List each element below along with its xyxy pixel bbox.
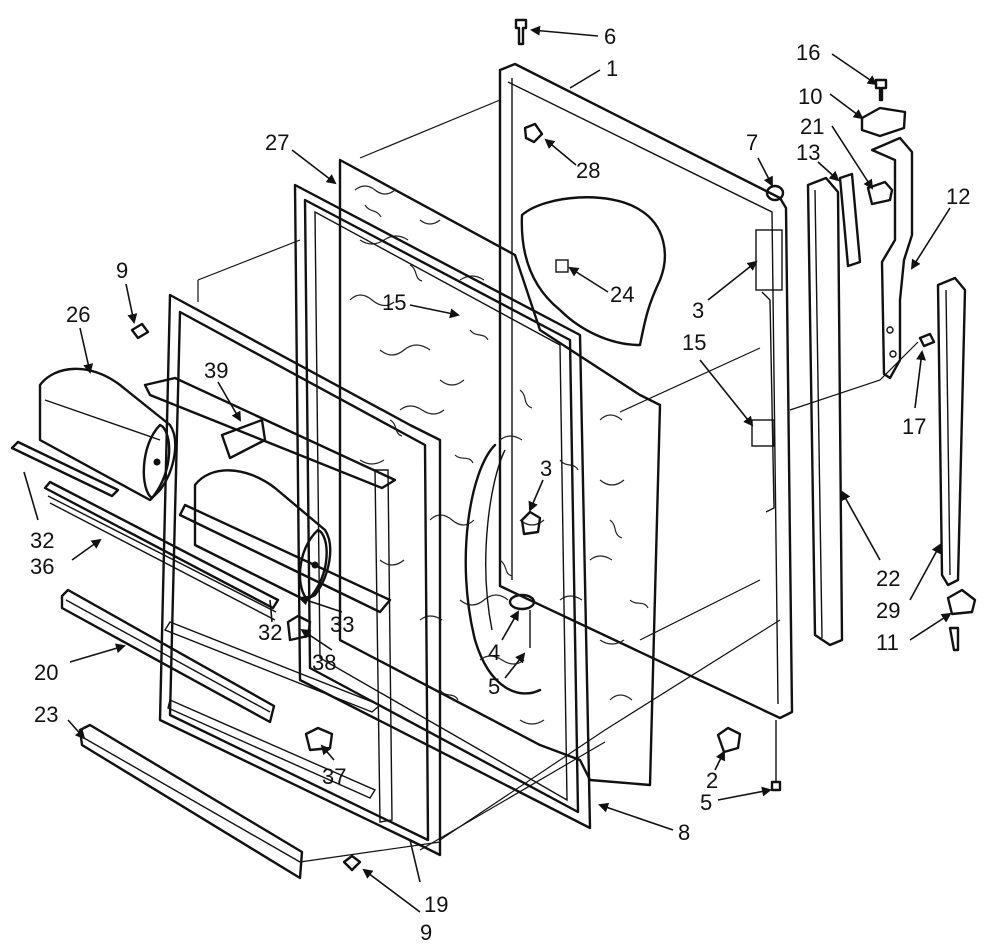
screw-17 [918, 332, 936, 348]
callout-33: 33 [330, 612, 354, 637]
callout-2: 2 [706, 768, 718, 793]
callout-27: 27 [265, 130, 289, 155]
strip-13 [838, 172, 862, 268]
callout-3a: 3 [692, 298, 704, 323]
callout-23: 23 [34, 702, 58, 727]
callout-37: 37 [322, 764, 346, 789]
callout-13: 13 [796, 140, 820, 165]
callout-11: 11 [876, 630, 899, 655]
callout-24: 24 [610, 282, 634, 307]
bracket-11 [946, 588, 977, 652]
callout-26: 26 [66, 302, 90, 327]
callout-17: 17 [902, 414, 926, 439]
screw-6 [514, 18, 528, 46]
callout-15a: 15 [382, 290, 406, 315]
screw-9a [130, 322, 150, 340]
clip-37 [304, 726, 334, 752]
cap-7 [765, 184, 785, 202]
callout-7: 7 [746, 130, 758, 155]
callout-21: 21 [800, 114, 824, 139]
washer-28 [523, 122, 544, 144]
callout-8: 8 [678, 820, 690, 845]
callout-5b: 5 [700, 790, 712, 815]
callout-29: 29 [876, 598, 900, 623]
shelf-retainer-32 [10, 440, 120, 498]
leader-lines [23, 25, 952, 913]
callout-6: 6 [604, 24, 616, 49]
callout-9b: 9 [420, 920, 432, 945]
shim-21 [866, 180, 894, 206]
callout-10: 10 [798, 84, 822, 109]
hinge-cap-10 [860, 106, 907, 138]
callout-16: 16 [796, 40, 820, 65]
callout-20: 20 [34, 660, 58, 685]
callout-39: 39 [204, 358, 228, 383]
hinge-pin-3b [520, 510, 542, 536]
washer-4 [508, 593, 536, 648]
callout-32a: 32 [30, 528, 54, 553]
callout-labels: 6 1 28 27 7 24 3 15 15 3 4 5 2 5 8 16 10… [30, 24, 970, 945]
callout-9a: 9 [116, 258, 128, 283]
door-handle-22 [806, 176, 844, 647]
callout-19: 19 [424, 892, 448, 917]
bottom-trim-23 [78, 723, 304, 880]
callout-32b: 32 [258, 620, 282, 645]
foam-panel [338, 158, 662, 787]
callout-4: 4 [488, 640, 500, 665]
callout-1: 1 [606, 56, 618, 81]
callout-22: 22 [876, 566, 900, 591]
callout-36: 36 [30, 554, 54, 579]
screw-5 [770, 720, 782, 792]
construction-lines [197, 99, 919, 863]
washer-2 [716, 726, 742, 754]
door-gasket-frame [293, 183, 592, 830]
callout-12: 12 [946, 184, 970, 209]
screw-9b [342, 854, 362, 872]
callout-5a: 5 [488, 674, 500, 699]
screw-16 [874, 78, 888, 102]
shelf-trim-36 [43, 480, 280, 621]
callout-3b: 3 [540, 456, 552, 481]
trim-29 [936, 276, 967, 587]
callout-38: 38 [312, 650, 336, 675]
foam-cutaway [520, 196, 667, 347]
dairy-bin-26 [38, 367, 177, 502]
end-cap-39 [220, 418, 267, 460]
shelf-bar-20 [60, 588, 276, 724]
outer-door-panel [498, 62, 794, 720]
inner-door-liner [143, 293, 442, 857]
hinge-12 [870, 136, 914, 380]
callout-28: 28 [576, 158, 600, 183]
callout-15b: 15 [682, 330, 706, 355]
